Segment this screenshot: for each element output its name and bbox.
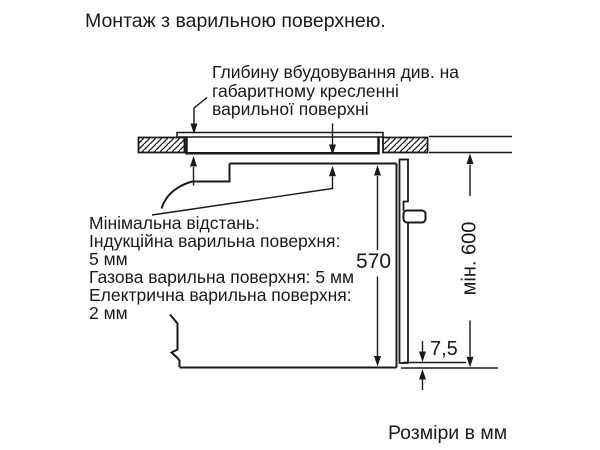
arrow-up-hob-underside [190, 156, 197, 167]
depth-note-line-1: Глибину вбудовування див. на [212, 62, 459, 82]
min-distance-line-6: 2 мм [89, 303, 128, 323]
dim-600-arrow-up [466, 153, 474, 164]
hob-top-lip [176, 131, 384, 138]
oven-top-step [192, 163, 231, 183]
hob-tub [185, 137, 380, 155]
dim-570-arrow-down [374, 356, 381, 367]
depth-note-leader-left [193, 96, 208, 125]
oven-left-break-top [160, 180, 193, 209]
countertop-left-section [137, 136, 186, 154]
arrow-down-hob-bottom [329, 144, 336, 155]
depth-note: Глибину вбудовування див. на габаритному… [212, 63, 459, 119]
dim-75-arrow-up [419, 369, 426, 380]
min-distance-line-1: Мінімальна відстань: [89, 213, 260, 233]
arrow-down-hob-lip [190, 123, 198, 134]
oven-door-panel [398, 158, 409, 364]
oven-door-handle [402, 209, 427, 224]
door-handle-bracket [402, 200, 409, 211]
countertop-right-section [382, 136, 429, 154]
min-distance-note: Мінімальна відстань: Індукційна варильна… [89, 214, 354, 322]
dim-570-arrow-up [374, 165, 381, 176]
door-handle-notch [404, 201, 410, 212]
units-note: Розміри в мм [388, 422, 508, 444]
min-distance-line-4: Газова варильна поверхня: 5 мм [89, 267, 355, 287]
min-distance-leader [151, 176, 334, 216]
dim-600-arrow-down [466, 356, 474, 368]
depth-note-line-3: варильної поверхні [212, 99, 369, 119]
min-distance-line-3: 5 мм [89, 249, 128, 269]
dim-75-arrow-down [419, 351, 426, 362]
countertop-level-lines [429, 135, 512, 154]
dimension-label-7-5: 7,5 [430, 338, 458, 360]
page-title: Монтаж з варильною поверхнею. [85, 10, 386, 32]
arrow-up-oven-top [329, 165, 336, 177]
dimension-label-570: 570 [356, 250, 392, 273]
min-distance-line-5: Електрична варильна поверхня: [89, 285, 352, 305]
oven-left-break-bottom [169, 313, 181, 367]
depth-note-line-2: габаритному кресленні [212, 80, 399, 101]
min-distance-line-2: Індукційна варильна поверхня: [89, 231, 341, 251]
dimension-label-min-600: мін. 600 [458, 221, 481, 296]
